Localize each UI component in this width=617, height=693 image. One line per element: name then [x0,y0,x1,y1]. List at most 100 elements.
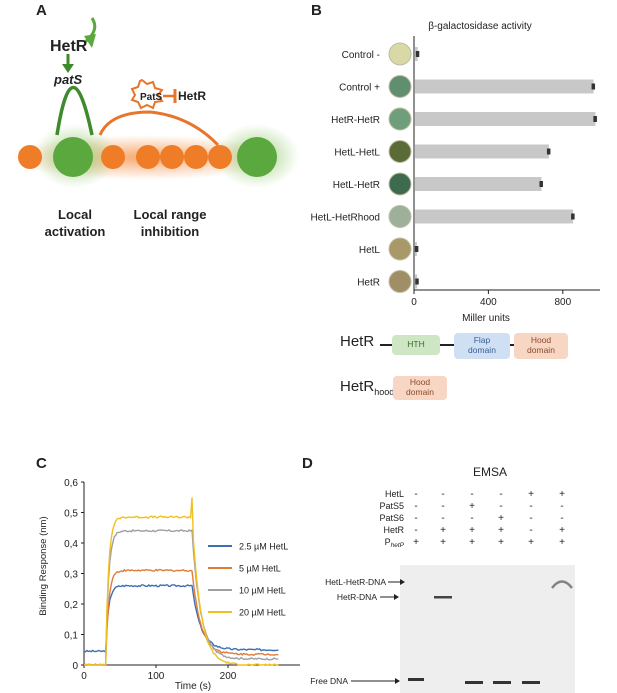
error-bar [539,181,543,187]
hood-only-label-2: domain [406,387,434,397]
chart-b-title: β-galactosidase activity [428,21,532,32]
emsa-row-label: PatS5 [379,501,404,511]
arrow-head-icon [84,34,96,48]
pats-peptide-label: PatS [140,92,163,103]
y-tick-label: 0,2 [64,600,78,611]
free-dna-band [408,678,424,681]
hetr-hood-subscript: hood [374,387,395,397]
y-tick-label: 0,6 [64,478,78,489]
x-tick-label: 200 [220,671,237,682]
chart-b-xlabel: Miller units [462,313,510,324]
emsa-lane-sign: + [559,537,565,548]
local-inhibition-line1: Local range [134,207,207,222]
hetr-hood-title: HetRhood [340,378,394,397]
emsa-lane-sign: - [414,513,417,524]
panel-b-letter: B [311,2,322,19]
error-bar [591,83,596,90]
emsa-lane-sign: + [440,525,446,536]
colony-spot [388,172,412,196]
error-bar [415,278,419,285]
emsa-lane-sign: + [528,537,534,548]
series-line [83,584,279,654]
emsa-lane-sign: + [498,537,504,548]
vegetative-cell [136,145,160,169]
heterocyst-cell-left [53,137,93,177]
hood-domain-label-2: domain [527,345,555,355]
emsa-lane-sign: - [441,489,444,500]
bar [415,177,542,191]
vegetative-cell [101,145,125,169]
hetl-hetr-dna-band [551,580,573,589]
free-dna-band [522,681,540,684]
colony-spot [388,270,412,293]
bar-category-label: HetL-HetL [334,148,380,159]
series-line [83,568,279,666]
x-tick-label: 0 [411,297,417,308]
error-bar [571,213,575,220]
error-bar [414,246,419,252]
vegetative-cell [18,145,42,169]
bar-category-label: HetL-HetRhood [311,213,380,224]
series-line [83,528,279,666]
emsa-lane-sign: + [413,537,419,548]
legend-label: 2.5 µM HetL [239,542,288,552]
legend-label: 10 µM HetL [239,586,286,596]
emsa-lane-sign: - [499,489,502,500]
emsa-lane-sign: - [470,489,473,500]
emsa-lane-sign: + [528,489,534,500]
band-label-free-dna: Free DNA [310,676,348,686]
panel-a-letter: A [36,2,47,19]
emsa-lane-sign: - [414,489,417,500]
bar-category-label: HetR-HetR [331,115,380,126]
local-activation-line2: activation [45,224,106,239]
x-tick-label: 800 [554,297,571,308]
y-tick-label: 0,1 [64,631,78,642]
arrow-down-icon [62,64,74,73]
free-dna-band [493,681,511,684]
arrow-right-icon [395,678,400,684]
error-bar [546,148,551,155]
vegetative-cell [160,145,184,169]
error-bar [593,116,597,122]
arrow-right-icon [400,579,405,585]
hetr-dna-band [434,596,452,599]
emsa-lane-sign: + [498,513,504,524]
emsa-lane-sign: + [469,537,475,548]
hetr-hood-title-text: HetR [340,378,375,395]
hetr-target-label: HetR [178,89,206,103]
emsa-lane-sign: + [469,525,475,536]
emsa-lane-sign: + [498,525,504,536]
series-line [83,497,279,666]
y-tick-label: 0,4 [64,539,78,550]
activation-arc [55,85,94,136]
emsa-lane-sign: - [441,501,444,512]
bar [415,209,574,224]
x-tick-label: 400 [480,297,497,308]
vegetative-cell [208,145,232,169]
legend-label: 5 µM HetL [239,564,281,574]
local-activation-line1: Local [58,207,92,222]
emsa-panel: EMSA HetL----++PatS5--+---PatS6---+--Het… [310,465,575,693]
band-label-hetr-dna: HetR-DNA [337,592,377,602]
colony-spot [388,75,412,98]
legend-label: 20 µM HetL [239,608,286,618]
panel-c-letter: C [36,455,47,472]
emsa-lane-sign: + [559,525,565,536]
hth-domain-label: HTH [407,339,425,350]
colony-spot [388,107,412,131]
beta-galactosidase-chart: β-galactosidase activity Control -Contro… [311,21,600,324]
panel-d-letter: D [302,455,313,472]
y-tick-label: 0 [72,661,78,672]
free-dna-band [465,681,483,684]
colony-spot [388,140,412,163]
emsa-lane-sign: - [560,513,563,524]
emsa-lane-sign: - [414,525,417,536]
x-tick-label: 0 [81,671,87,682]
chart-c-xlabel: Time (s) [175,681,211,692]
emsa-row-label: PhetP [385,537,405,549]
emsa-lane-sign: - [414,501,417,512]
inhibition-arc [98,110,220,147]
hetr-label: HetR [50,38,88,55]
